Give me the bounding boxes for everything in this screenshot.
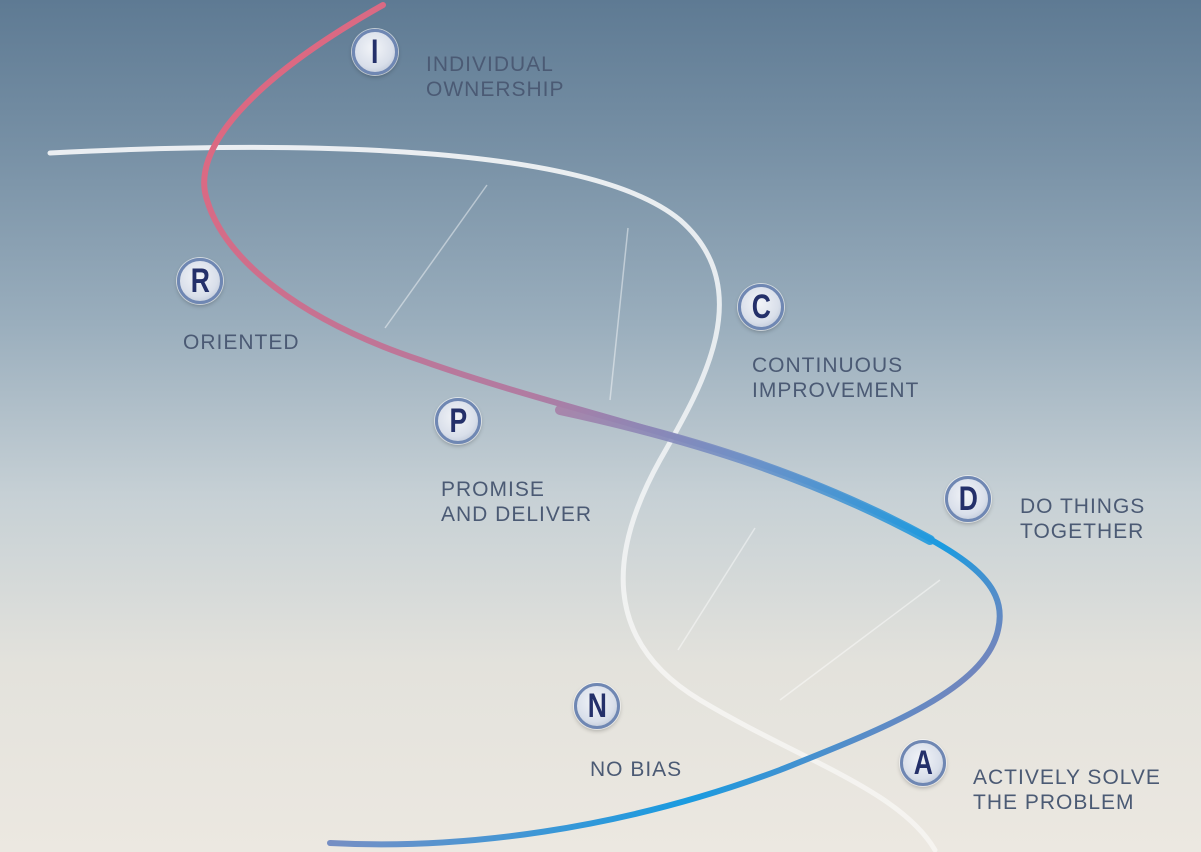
value-label-continuous-improvement: CONTINUOUS IMPROVEMENT [752,354,920,402]
badge-letter: D [958,480,978,518]
value-label-promise-and-deliver: PROMISE AND DELIVER [441,478,593,526]
badge-r: R [177,258,223,304]
badge-letter: C [751,288,771,326]
badge-c: C [738,284,784,330]
badge-letter: N [587,687,607,725]
value-label-individual-ownership: INDIVIDUAL OWNERSHIP [426,53,565,101]
badge-a: A [900,740,946,786]
badge-letter: P [449,402,467,440]
badge-letter: R [190,262,210,300]
value-label-do-things-together: DO THINGS TOGETHER [1020,495,1146,543]
badge-d: D [945,476,991,522]
badge-letter: I [371,33,379,71]
value-label-no-bias: NO BIAS [590,758,683,781]
value-label-oriented: ORIENTED [183,331,300,354]
value-label-actively-solve-the-problem: ACTIVELY SOLVE THE PROBLEM [973,766,1161,814]
helix-rungs [384,184,941,701]
badge-p: P [435,398,481,444]
badge-i: I [352,29,398,75]
badge-n: N [574,683,620,729]
badge-letter: A [913,744,933,782]
white-strand [47,144,938,852]
